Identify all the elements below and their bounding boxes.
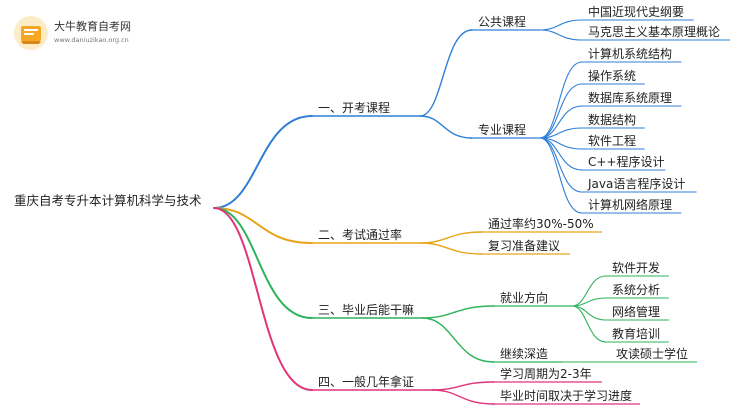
leaf-label-1-2-3: 数据库系统原理	[588, 90, 672, 105]
leaf-connector-3-1-4	[571, 305, 607, 343]
branch-label-2: 二、考试通过率	[318, 227, 402, 242]
leaf-connector-1-2-2	[539, 83, 583, 139]
root-topic-label: 重庆自考专升本计算机科学与技术	[14, 193, 202, 208]
sub-connector-1-2	[419, 115, 473, 139]
leaf-label-1-1-1: 中国近现代史纲要	[588, 4, 684, 19]
leaf-connector-3-1-1	[571, 275, 607, 307]
logo-site-url: www.daniuzikao.org.cn	[54, 36, 129, 44]
sub-connector-3-2	[421, 317, 495, 363]
leaf-label-3-2-1: 攻读硕士学位	[616, 346, 688, 361]
leaf-connector-1-2-6	[539, 137, 583, 171]
branch-label-4: 四、一般几年拿证	[318, 374, 414, 389]
site-logo: 大牛教育自考网 www.daniuzikao.org.cn	[12, 14, 172, 54]
leaf-label-1-2-4: 数据结构	[588, 112, 636, 127]
leaf-label-1-2-2: 操作系统	[588, 68, 636, 83]
sub-label-2-2: 复习准备建议	[488, 239, 560, 253]
sub-label-1-1: 公共课程	[478, 14, 526, 29]
sub-connector-3-1	[421, 305, 495, 319]
leaf-label-1-2-8: 计算机网络原理	[588, 197, 672, 212]
branch-connector-3	[213, 207, 313, 319]
branch-connector-1	[213, 115, 313, 209]
branch-connector-4	[213, 207, 313, 391]
leaf-label-3-1-1: 软件开发	[612, 260, 660, 275]
branch-label-3: 三、毕业后能干嘛	[318, 302, 414, 317]
branch-label-1: 一、开考课程	[318, 100, 390, 115]
leaf-connector-1-2-7	[539, 137, 583, 193]
leaf-connector-1-2-4	[539, 127, 583, 139]
leaf-label-1-2-1: 计算机系统结构	[588, 46, 672, 61]
leaf-connector-1-2-3	[539, 105, 583, 139]
sub-label-4-2: 毕业时间取决于学习进度	[500, 388, 632, 403]
sub-connector-4-2	[431, 389, 495, 405]
leaf-connector-1-1-2	[539, 29, 583, 41]
leaf-connector-1-2-8	[539, 137, 583, 214]
leaf-label-1-2-5: 软件工程	[588, 133, 636, 148]
sub-connector-2-2	[419, 242, 483, 255]
sub-connector-1-1	[419, 29, 473, 117]
logo-site-name: 大牛教育自考网	[54, 20, 131, 33]
sub-connector-2-1	[419, 231, 483, 244]
leaf-label-1-1-2: 马克思主义基本原理概论	[588, 25, 720, 39]
branch-connector-2	[213, 207, 313, 244]
leaf-label-3-1-3: 网络管理	[612, 304, 660, 319]
book-logo-icon	[14, 16, 48, 50]
sub-label-1-2: 专业课程	[478, 122, 526, 137]
leaf-connector-1-1-1	[539, 19, 583, 31]
sub-label-4-1: 学习周期为2-3年	[500, 366, 592, 381]
leaf-connector-1-2-1	[539, 61, 583, 139]
sub-label-2-1: 通过率约30%-50%	[488, 216, 594, 231]
sub-connector-4-1	[431, 381, 495, 391]
leaf-label-1-2-6: C++程序设计	[588, 154, 665, 169]
leaf-label-3-1-4: 教育培训	[612, 326, 660, 341]
sub-label-3-2: 继续深造	[500, 347, 548, 361]
leaf-label-3-1-2: 系统分析	[612, 283, 660, 297]
sub-label-3-1: 就业方向	[500, 290, 548, 305]
leaf-label-1-2-7: Java语言程序设计	[587, 176, 685, 191]
